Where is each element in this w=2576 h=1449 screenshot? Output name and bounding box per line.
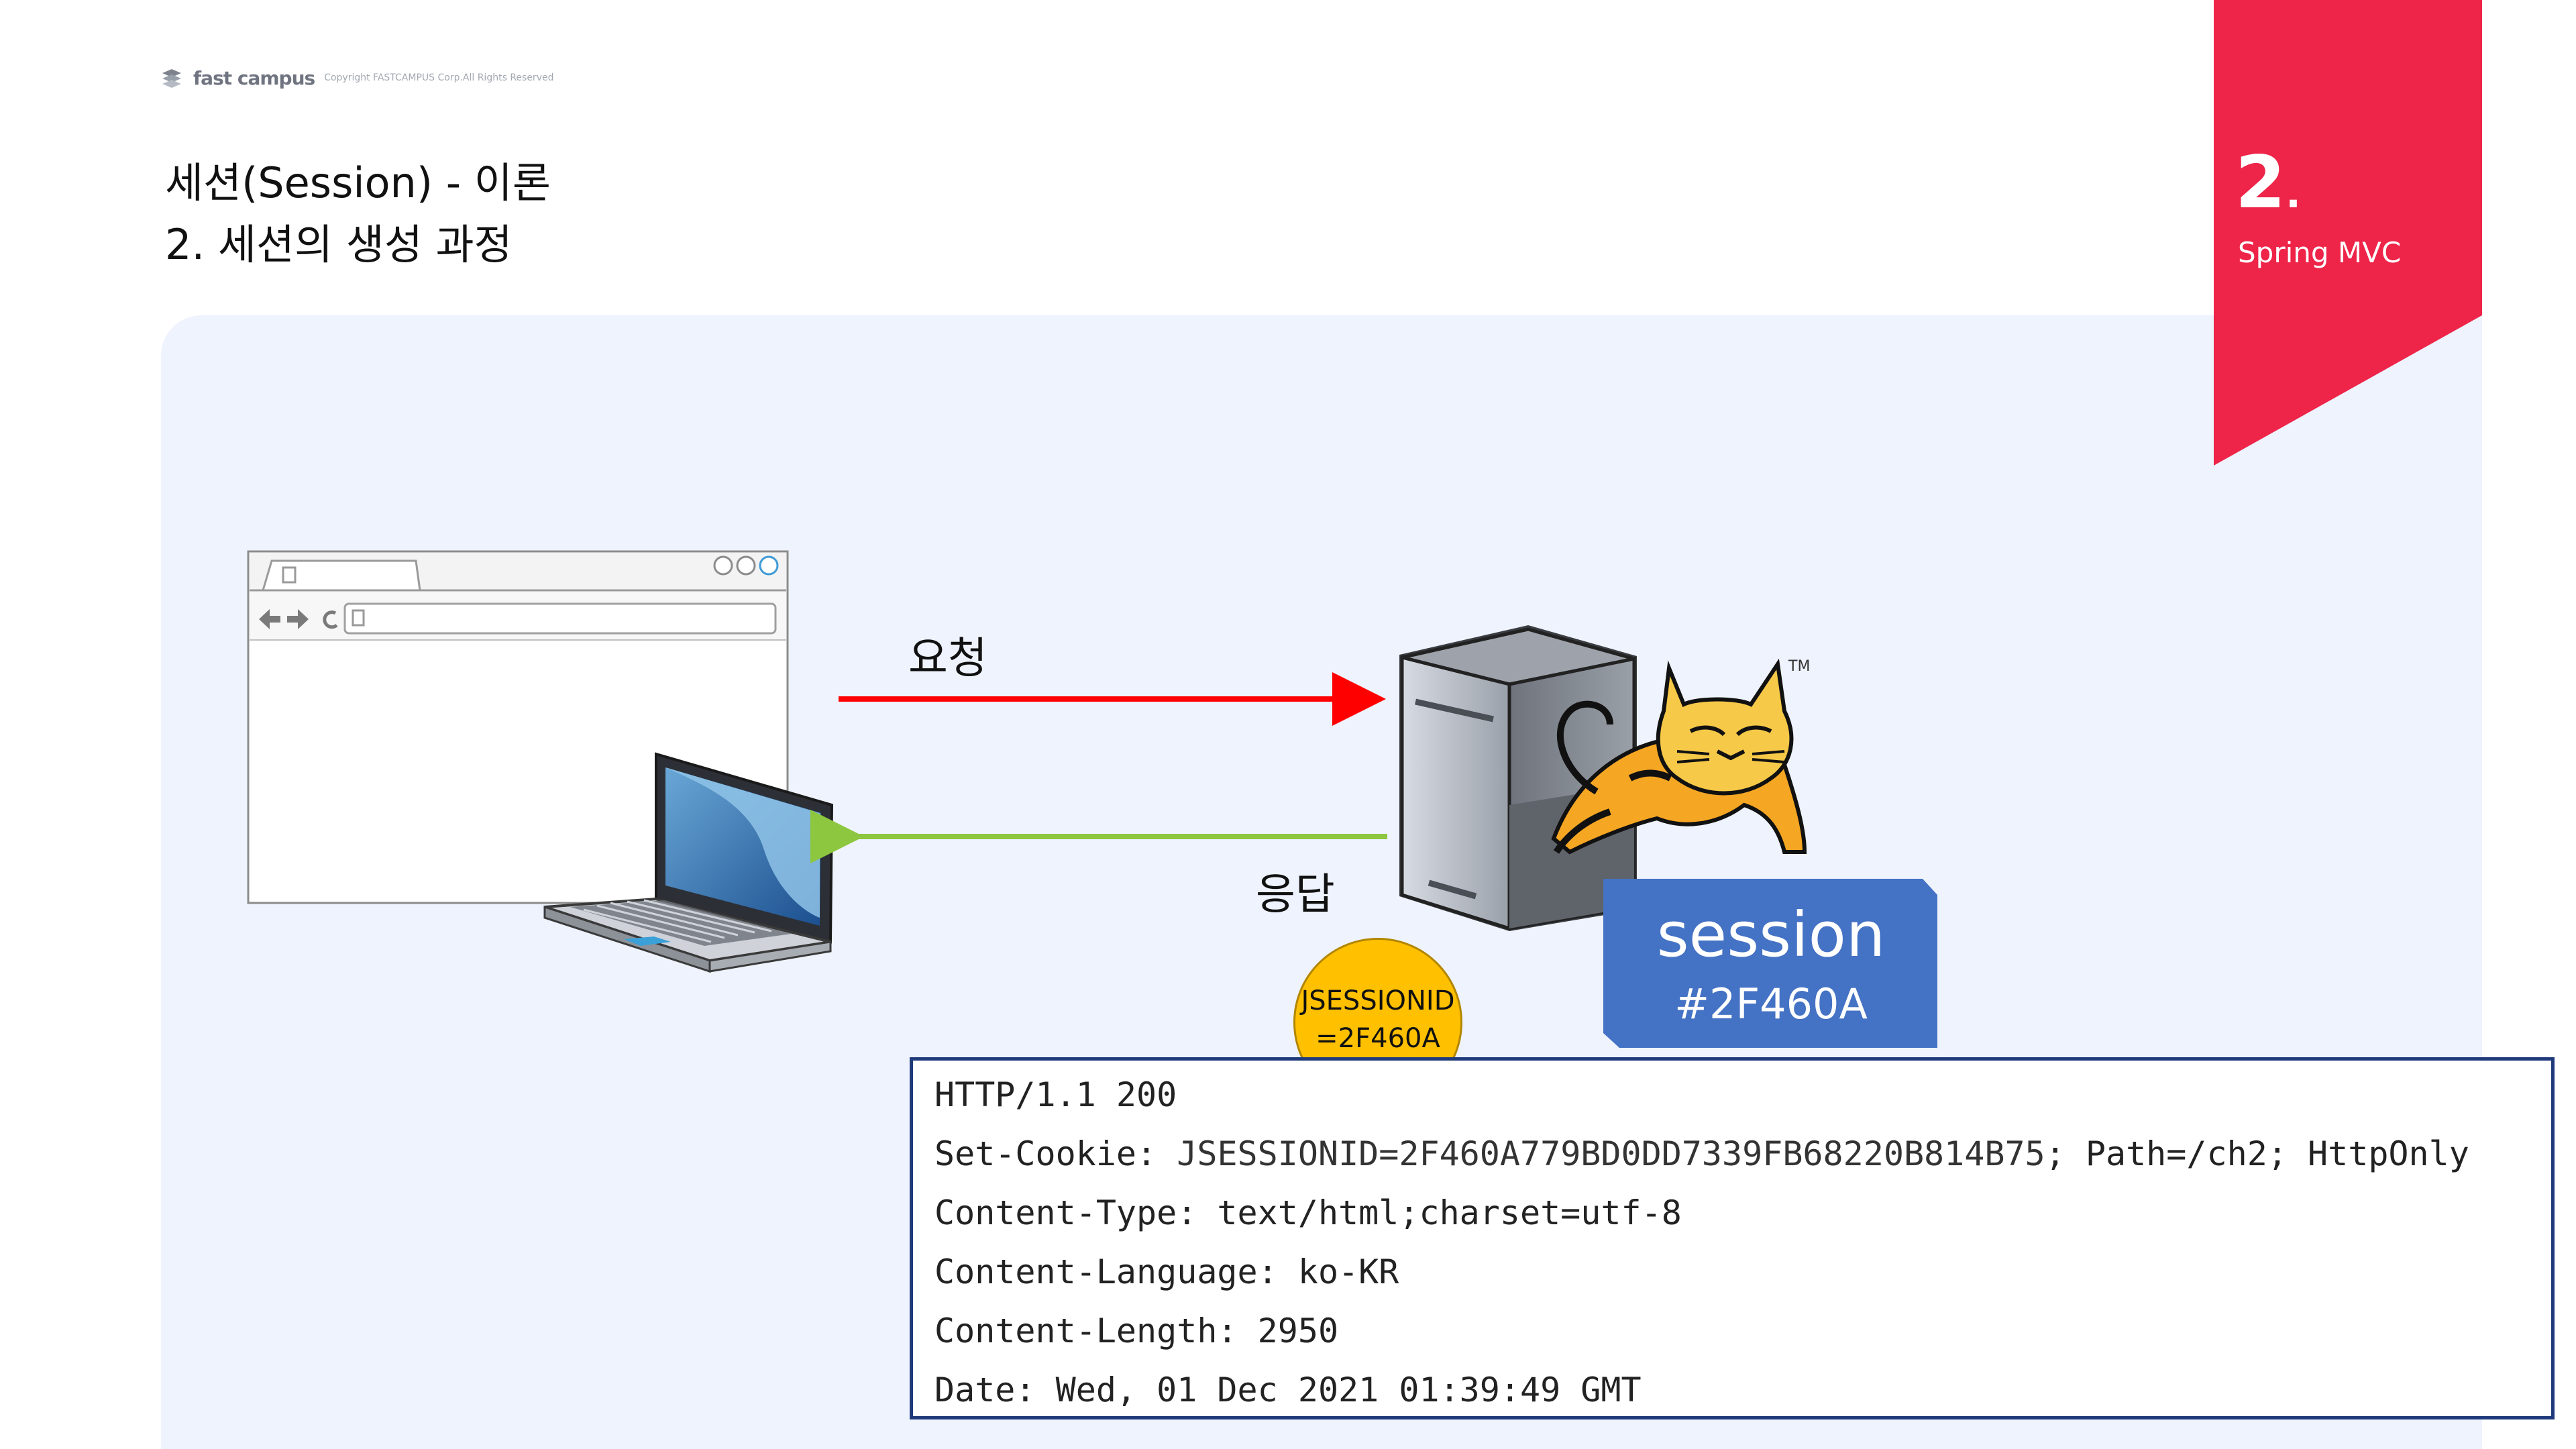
content-type-header: Content-Type: text/html;charset=utf-8 — [934, 1193, 1682, 1232]
slide-title: 세션(Session) - 이론 — [165, 158, 551, 207]
response-label: 응답 — [1256, 870, 1335, 920]
laptop-icon — [543, 752, 834, 973]
cookie-value: =2F460A — [1316, 1023, 1440, 1054]
fastcampus-logo-icon — [162, 69, 181, 88]
date-header: Date: Wed, 01 Dec 2021 01:39:49 GMT — [934, 1371, 1642, 1409]
request-label: 요청 — [908, 634, 987, 684]
session-id: #2F460A — [1674, 979, 1868, 1028]
fastcampus-logo: fast campus Copyright FASTCAMPUS Corp.Al… — [161, 64, 553, 91]
http-response-headers: HTTP/1.1 200 Set-Cookie: JSESSIONID=2F46… — [910, 1057, 2555, 1419]
session-title: session — [1656, 899, 1886, 971]
section-number-digit: 2 — [2235, 141, 2286, 225]
set-cookie-key: Set-Cookie: — [934, 1134, 1157, 1173]
brand-name: fast campus — [193, 66, 315, 89]
tomcat-logo-icon: TM — [1551, 658, 1810, 855]
cookie-name: JSESSIONID — [1301, 985, 1455, 1016]
copyright-text: Copyright FASTCAMPUS Corp.All Rights Res… — [324, 72, 554, 83]
trademark-mark: TM — [1788, 658, 1810, 675]
slide-subtitle: 2. 세션의 생성 과정 — [165, 220, 513, 269]
set-cookie-header: Set-Cookie: JSESSIONID=2F460A779BD0DD733… — [934, 1134, 2469, 1173]
section-tag — [2214, 0, 2482, 466]
content-length-header: Content-Length: 2950 — [934, 1311, 1339, 1350]
set-cookie-attributes: ; Path=/ch2; HttpOnly — [2045, 1134, 2469, 1173]
status-line: HTTP/1.1 200 — [934, 1075, 1177, 1114]
content-language-header: Content-Language: ko-KR — [934, 1252, 1399, 1291]
section-name: Spring MVC — [2238, 236, 2402, 269]
server-icon — [1399, 625, 1637, 931]
set-cookie-value: JSESSIONID=2F460A779BD0DD7339FB68220B814… — [1177, 1134, 2045, 1173]
session-box — [1603, 879, 1937, 1048]
section-number: 2. — [2235, 141, 2301, 225]
section-number-dot: . — [2286, 170, 2301, 217]
